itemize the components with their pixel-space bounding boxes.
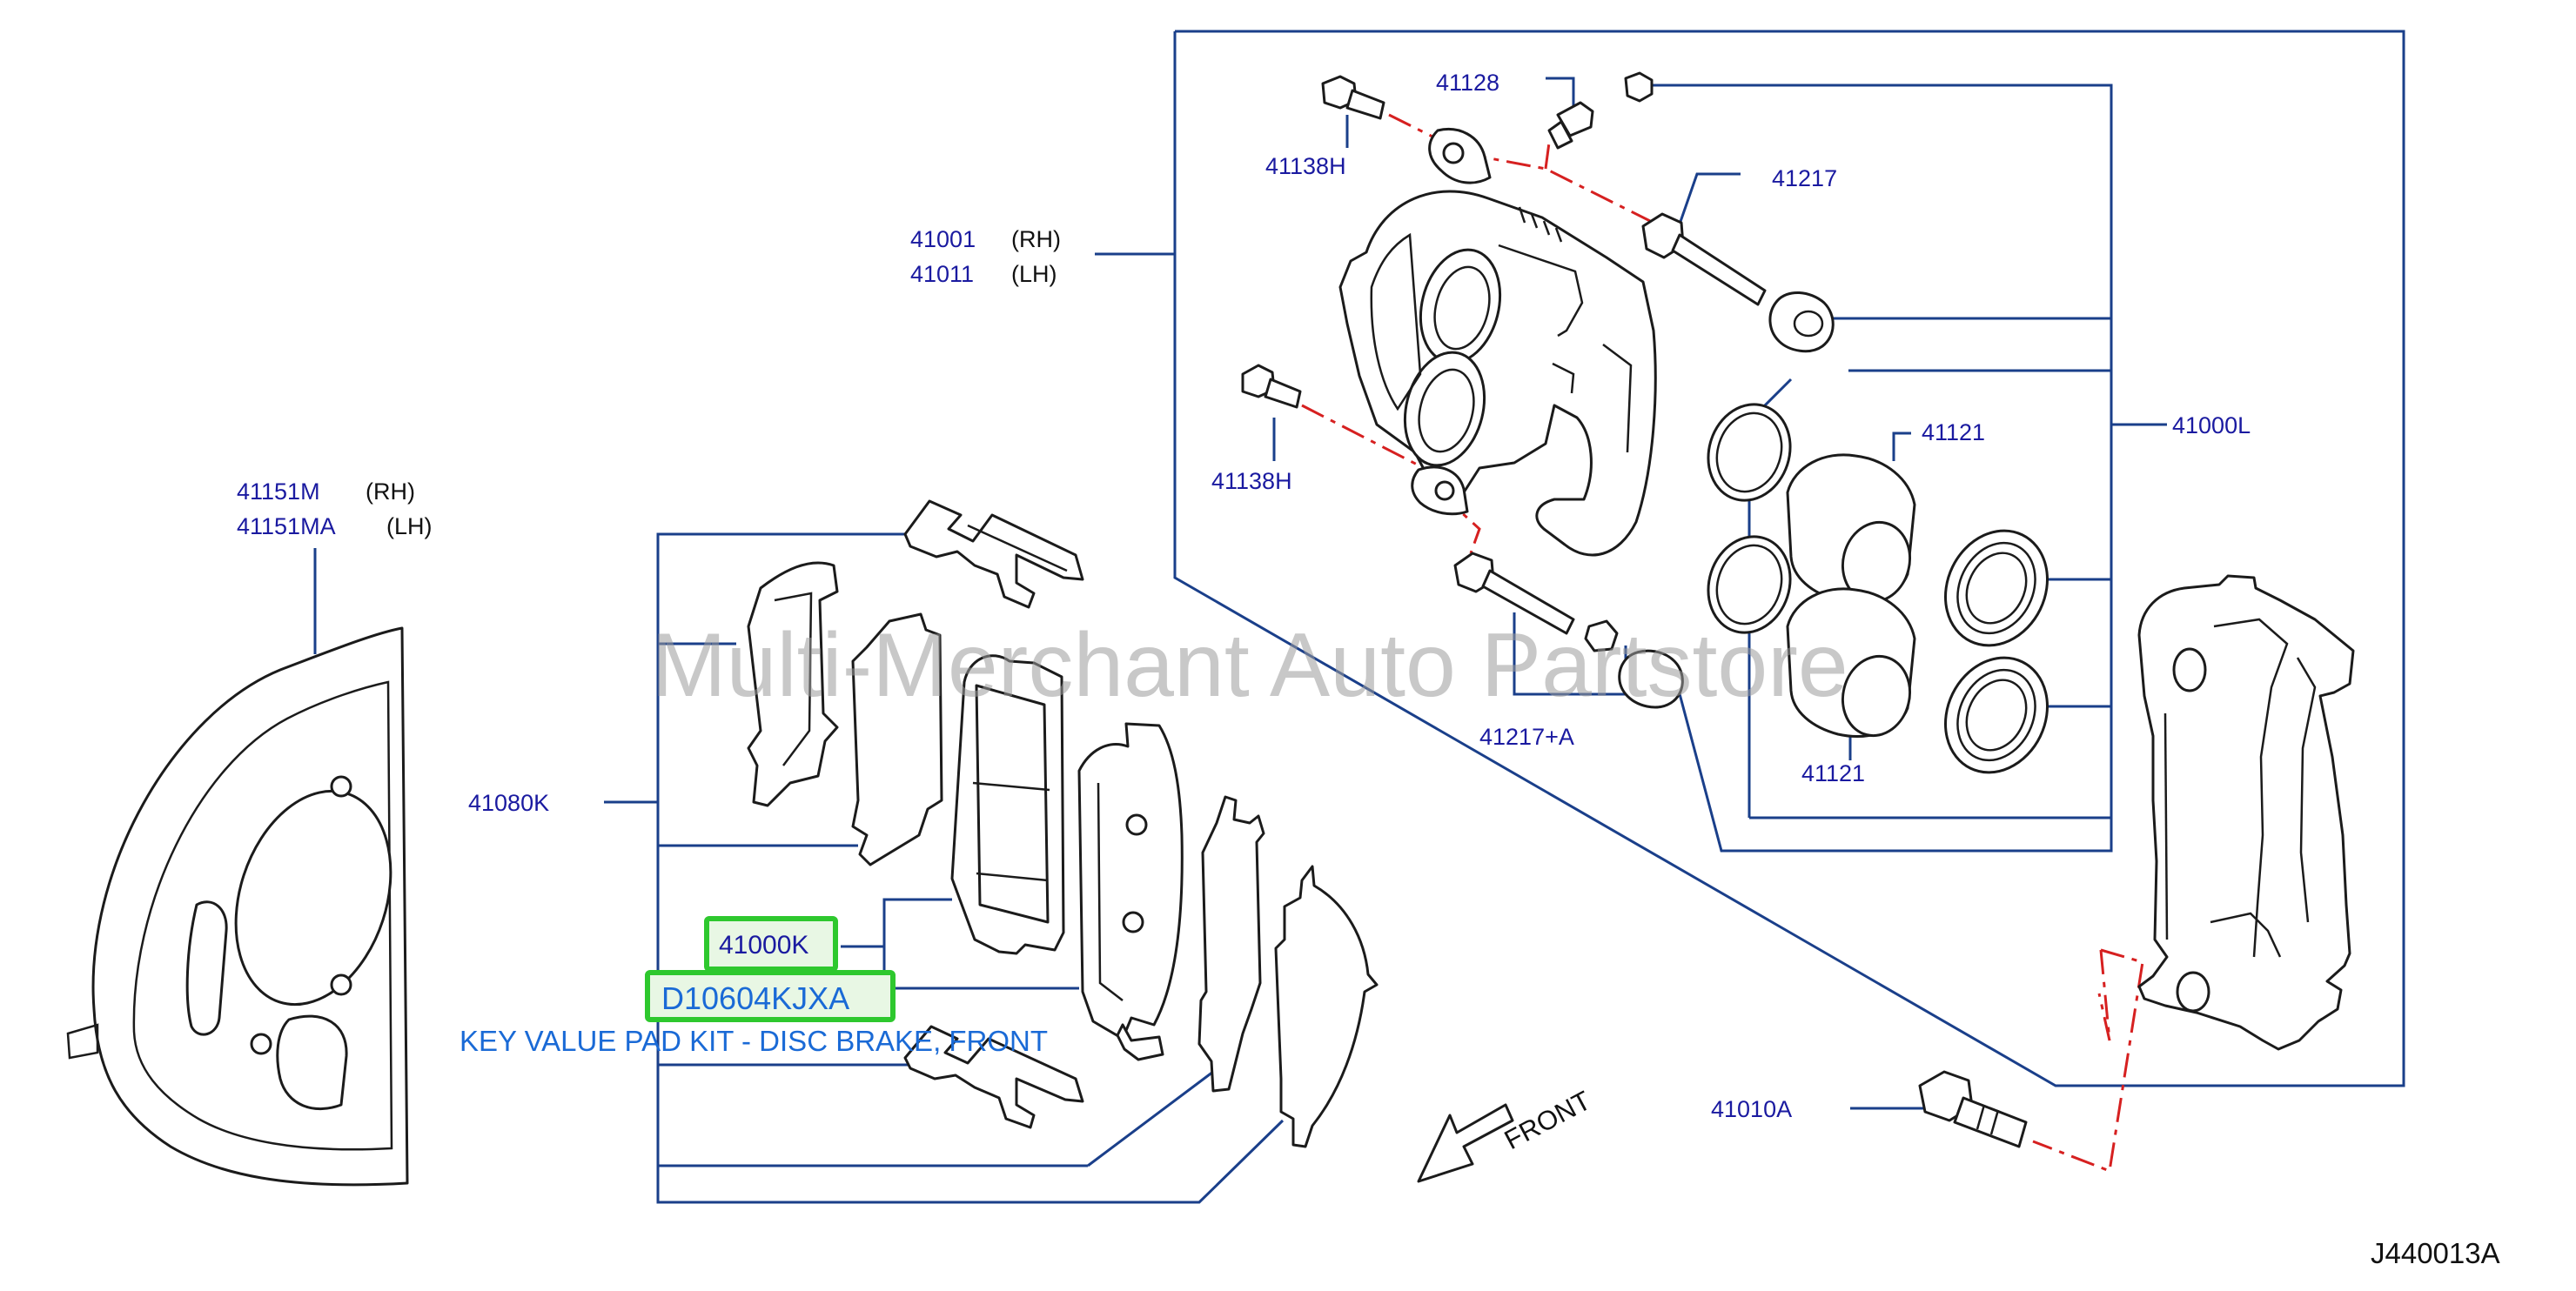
label-piston-lower: 41121 (1801, 760, 1865, 786)
bolt-upper (1321, 75, 1385, 120)
pin-boot-upper (1768, 291, 1835, 353)
bleeder-cap (1624, 71, 1654, 103)
piston-lower (1786, 587, 1916, 738)
label-key-value-note: KEY VALUE PAD KIT - DISC BRAKE, FRONT (460, 1025, 1048, 1057)
piston-seal-upper (1707, 403, 1792, 502)
brake-caliper (1338, 128, 1657, 557)
piston-upper (1786, 453, 1916, 604)
label-key-value-part: D10604KJXA (661, 980, 849, 1016)
label-splash-shield-lh-side: (LH) (386, 513, 433, 539)
label-caliper-lh: 41011 (910, 261, 974, 287)
pad-shim-3 (1197, 795, 1265, 1093)
pad-kit-highlight (704, 916, 838, 972)
pad-shim-outer (747, 561, 839, 807)
front-arrow-icon (1417, 1103, 1514, 1183)
label-splash-shield-lh: 41151MA (237, 513, 336, 539)
caliper-parts-bracket (1636, 84, 2113, 853)
pin-bushing (1584, 619, 1619, 652)
bleeder-screw (1547, 101, 1594, 150)
label-pad-hardware-kit: 41080K (468, 790, 549, 816)
guide-pin-upper (1641, 212, 1767, 306)
label-front-marker: FRONT (1499, 1085, 1596, 1155)
mount-bolt (1918, 1070, 2028, 1148)
label-diagram-code: J440013A (2371, 1237, 2500, 1269)
label-pin-lower: 41217+A (1479, 724, 1574, 750)
label-splash-shield-rh-side: (RH) (366, 478, 415, 505)
caliper-mounting-bracket (2137, 574, 2355, 1051)
watermark: Multi-Merchant Auto Partstore (651, 615, 1848, 716)
label-caliper-rh: 41001 (910, 226, 976, 252)
brake-pad-outer (950, 654, 1065, 955)
bolt-lower (1241, 364, 1302, 409)
splash-shield (66, 626, 409, 1187)
pin-boot-lower (1618, 649, 1684, 709)
piston-seal-lower (1707, 535, 1792, 634)
abutment-clip-upper (903, 499, 1084, 609)
piston-boot-lower (1944, 656, 2049, 774)
piston-boot-upper (1944, 529, 2049, 647)
label-bleeder-screw: 41128 (1436, 70, 1499, 96)
abutment-clip-lower (903, 1025, 1084, 1129)
label-splash-shield-rh: 41151M (237, 478, 320, 505)
label-bolt-lower: 41138H (1211, 468, 1292, 494)
guide-pin-lower (1453, 552, 1575, 635)
caliper-assembly-box (1173, 30, 2405, 1087)
label-pin-upper: 41217 (1772, 165, 1837, 191)
label-caliper-rh-side: (RH) (1011, 226, 1061, 252)
centerline-mount-bolt (2032, 948, 2144, 1174)
label-pad-kit: 41000K (719, 931, 808, 960)
pad-hardware-bracket (656, 532, 1285, 1204)
label-mount-bolt: 41010A (1711, 1096, 1792, 1122)
pad-shim-inner (851, 612, 943, 866)
key-value-highlight (645, 970, 896, 1022)
label-piston-upper: 41121 (1922, 419, 1985, 445)
pad-shim-4 (1274, 865, 1379, 1148)
label-bolt-upper: 41138H (1265, 153, 1346, 179)
label-caliper-lh-side: (LH) (1011, 261, 1057, 287)
label-caliper-assembly: 41000L (2172, 412, 2251, 438)
brake-pad-inner (1077, 722, 1184, 1061)
